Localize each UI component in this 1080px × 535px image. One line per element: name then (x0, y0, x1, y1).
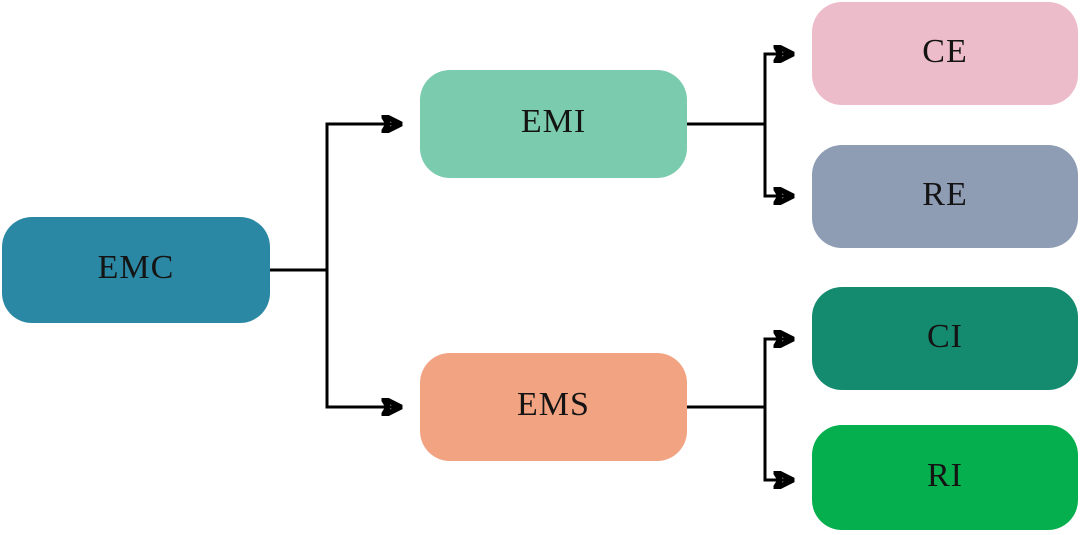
node-re-label: RE (922, 175, 968, 213)
node-emc: EMC (2, 217, 270, 323)
node-ems-label: EMS (517, 386, 590, 423)
node-re: RE (812, 145, 1078, 248)
node-ri-label: RI (927, 456, 963, 494)
node-ri: RI (812, 425, 1078, 530)
node-emc-label: EMC (97, 249, 175, 286)
node-ce-label: CE (922, 32, 968, 70)
node-ems: EMS (420, 353, 687, 461)
node-ce: CE (812, 2, 1078, 105)
node-ci-label: CI (927, 317, 963, 355)
node-emi-label: EMI (520, 103, 587, 140)
node-ci: CI (812, 287, 1078, 390)
node-emi: EMI (420, 70, 687, 178)
